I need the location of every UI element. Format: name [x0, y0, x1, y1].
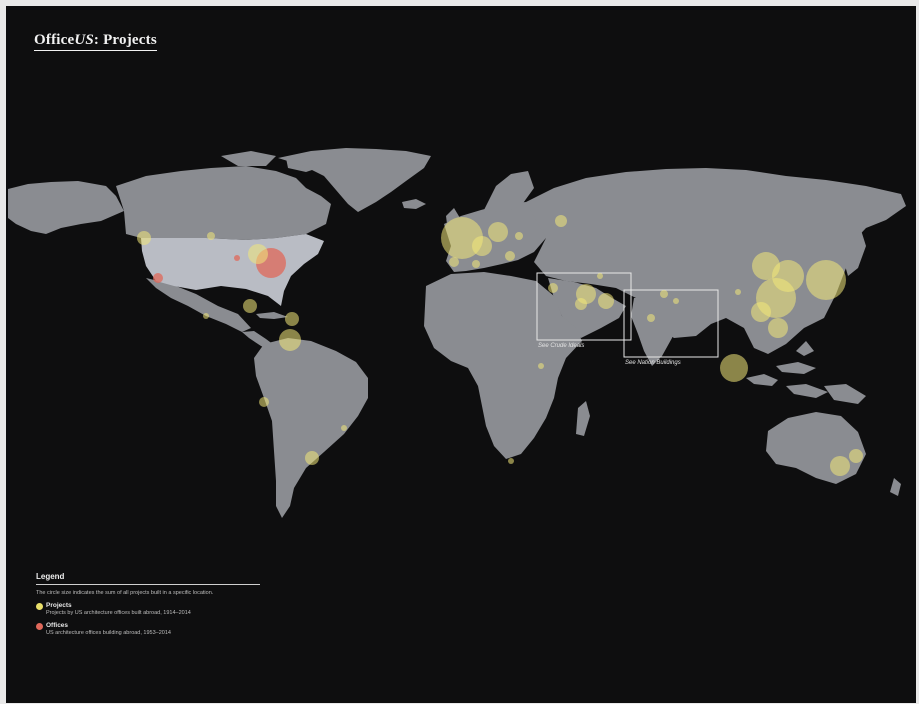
project-marker[interactable] [647, 314, 655, 322]
inset-label-south-asia[interactable]: See Nation Buildings [625, 360, 681, 366]
project-marker[interactable] [660, 290, 668, 298]
inset-label-middle-east[interactable]: See Crude Ideals [538, 343, 584, 349]
project-marker[interactable] [830, 456, 850, 476]
inset-boxes: See Crude Ideals See Nation Buildings [536, 272, 719, 366]
project-marker[interactable] [538, 363, 544, 369]
land-south-america [254, 338, 368, 518]
project-dot-icon [36, 603, 43, 610]
legend-item-description: Projects by US architecture offices buil… [46, 610, 191, 616]
office-dot-icon [36, 623, 43, 630]
land-africa [424, 272, 582, 459]
project-marker[interactable] [341, 425, 347, 431]
land-scandinavia [484, 171, 534, 212]
land-asia [526, 168, 906, 354]
project-marker[interactable] [449, 257, 459, 267]
project-marker[interactable] [597, 273, 603, 279]
project-marker[interactable] [488, 222, 508, 242]
project-marker[interactable] [768, 318, 788, 338]
inset-box-south-asia[interactable] [623, 289, 719, 358]
map-title: OfficeUS: Projects [34, 32, 157, 51]
land-caribbean [256, 312, 288, 319]
legend-item-name: Offices [46, 622, 69, 629]
project-marker[interactable] [575, 298, 587, 310]
land-iceland [402, 199, 426, 209]
land-india [631, 298, 678, 366]
legend: Legend The circle size indicates the sum… [36, 572, 260, 636]
legend-note: The circle size indicates the sum of all… [36, 590, 214, 596]
project-marker[interactable] [472, 260, 480, 268]
legend-item-name: Projects [46, 602, 72, 609]
project-marker[interactable] [259, 397, 269, 407]
project-marker[interactable] [515, 232, 523, 240]
legend-item-projects[interactable]: Projects Projects by US architecture off… [36, 602, 260, 616]
land-japan [844, 230, 866, 276]
project-marker[interactable] [735, 289, 741, 295]
title-italic: US [74, 32, 94, 48]
project-marker[interactable] [508, 458, 514, 464]
title-suffix: : Projects [93, 32, 157, 48]
project-marker[interactable] [305, 451, 319, 465]
legend-title: Legend [36, 572, 260, 585]
project-markers [137, 215, 863, 476]
land-arctic-islands [221, 151, 324, 172]
project-marker[interactable] [751, 302, 771, 322]
project-marker[interactable] [555, 215, 567, 227]
project-marker[interactable] [203, 313, 209, 319]
land-greenland [278, 148, 431, 212]
project-marker[interactable] [720, 354, 748, 382]
project-marker[interactable] [806, 260, 846, 300]
project-marker[interactable] [472, 236, 492, 256]
project-marker[interactable] [598, 293, 614, 309]
land-new-zealand [890, 478, 901, 496]
land-madagascar [576, 401, 590, 436]
office-marker[interactable] [153, 273, 163, 283]
map-sheet: See Crude Ideals See Nation Buildings [6, 6, 916, 703]
project-marker[interactable] [285, 312, 299, 326]
project-marker[interactable] [849, 449, 863, 463]
project-marker[interactable] [548, 283, 558, 293]
land-mexico [146, 278, 251, 332]
legend-item-offices[interactable]: Offices US architecture offices building… [36, 622, 260, 636]
project-marker[interactable] [673, 298, 679, 304]
project-marker[interactable] [137, 231, 151, 245]
title-prefix: Office [34, 32, 75, 48]
project-marker[interactable] [505, 251, 515, 261]
project-marker[interactable] [248, 244, 268, 264]
project-marker[interactable] [243, 299, 257, 313]
project-marker[interactable] [207, 232, 215, 240]
legend-item-description: US architecture offices building abroad,… [46, 630, 171, 636]
inset-box-middle-east[interactable] [536, 272, 632, 341]
land-australia [766, 412, 866, 484]
land-alaska [8, 181, 124, 234]
office-marker[interactable] [234, 255, 240, 261]
project-marker[interactable] [279, 329, 301, 351]
land-southeast-asia-islands [746, 341, 866, 404]
world-map[interactable]: See Crude Ideals See Nation Buildings [6, 6, 916, 703]
land-canada [116, 166, 331, 240]
